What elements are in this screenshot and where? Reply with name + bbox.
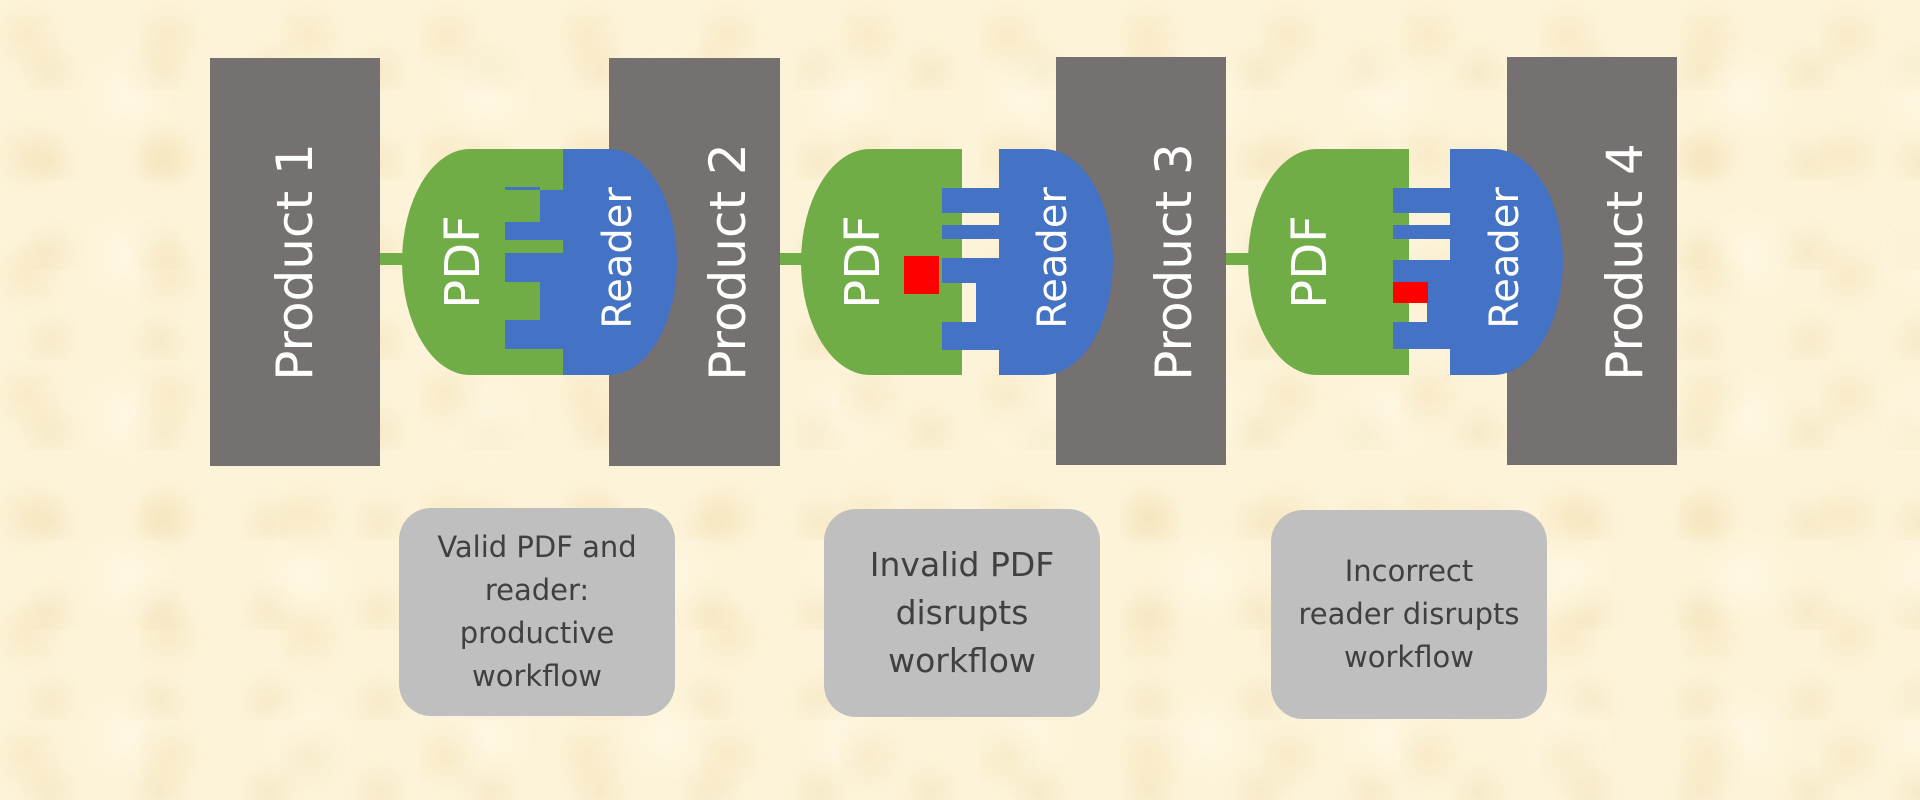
invalid-pdf-defect [904, 256, 939, 294]
reader-label-3: Reader [1482, 187, 1528, 329]
incorrect-reader-defect [1393, 282, 1428, 303]
caption-valid: Valid PDF and reader: productive workflo… [399, 508, 675, 716]
reader-label-2: Reader [1030, 187, 1076, 329]
reader-piece-1 [505, 149, 677, 375]
pdf-piece-3 [1248, 149, 1409, 375]
caption-invalid-pdf-text: Invalid PDF disrupts workflow [869, 545, 1055, 680]
pdf-piece-2 [801, 149, 962, 375]
caption-incorrect-reader-text: Incorrect reader disrupts workflow [1298, 554, 1520, 674]
pdf-label-3: PDF [1282, 215, 1338, 309]
pdf-piece-1 [402, 149, 563, 375]
caption-invalid-pdf: Invalid PDF disrupts workflow [824, 509, 1100, 717]
connector-3: PDF Reader [1248, 149, 1563, 375]
connector-2: PDF Reader [801, 149, 1113, 375]
connector-1: PDF Reader [402, 149, 677, 375]
product-block-1: Product 1 [210, 58, 380, 466]
pdf-label-1: PDF [435, 215, 491, 309]
caption-valid-text: Valid PDF and reader: productive workflo… [437, 530, 637, 693]
product-label-3: Product 3 [1145, 143, 1203, 381]
product-label-4: Product 4 [1596, 143, 1654, 381]
wire-2 [780, 253, 804, 265]
caption-incorrect-reader: Incorrect reader disrupts workflow [1271, 510, 1547, 719]
reader-label-1: Reader [595, 187, 641, 329]
wire-3 [1226, 253, 1250, 265]
wire-1 [380, 253, 404, 265]
product-label-2: Product 2 [699, 143, 757, 381]
reader-piece-3 [1393, 149, 1563, 375]
reader-piece-2 [942, 149, 1113, 375]
product-label-1: Product 1 [266, 143, 324, 381]
pdf-label-2: PDF [835, 215, 891, 309]
